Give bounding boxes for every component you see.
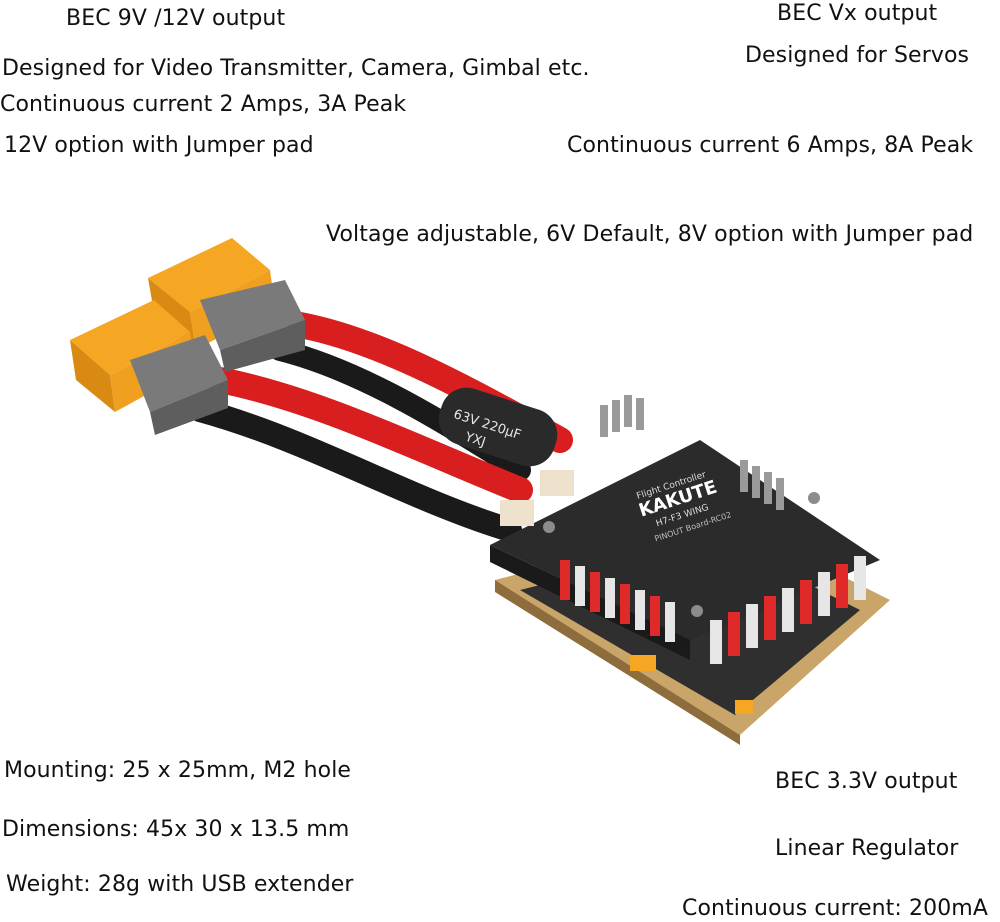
spec-dimensions: Dimensions: 45x 30 x 13.5 mm — [2, 817, 350, 842]
header-pins-side — [710, 556, 866, 664]
xt60-connector-upper — [148, 238, 305, 372]
header-pins-back — [600, 395, 784, 510]
capacitor: 63V 220µF YXJ — [438, 387, 558, 467]
bec-vx-voltage: Voltage adjustable, 6V Default, 8V optio… — [326, 222, 974, 247]
bec-vx-purpose: Designed for Servos — [745, 43, 970, 68]
bec-vx-current: Continuous current 6 Amps, 8A Peak — [567, 133, 974, 158]
bec-3v3-heading: BEC 3.3V output — [775, 769, 958, 794]
spec-weight: Weight: 28g with USB extender — [6, 872, 354, 897]
jst-connector — [500, 500, 534, 526]
bec-9v-12v-current: Continuous current 2 Amps, 3A Peak — [0, 92, 407, 117]
bec-9v-12v-heading: BEC 9V /12V output — [66, 6, 286, 31]
xt60-connector-lower — [70, 300, 228, 435]
bec-3v3-current: Continuous current: 200mA — [682, 896, 988, 921]
jst-connector — [540, 470, 574, 496]
spec-mounting: Mounting: 25 x 25mm, M2 hole — [4, 758, 352, 783]
capacitor-code: YXJ — [462, 429, 487, 450]
bec-3v3-type: Linear Regulator — [775, 836, 959, 861]
bec-vx-heading: BEC Vx output — [777, 1, 938, 26]
bec-9v-12v-purpose: Designed for Video Transmitter, Camera, … — [2, 56, 590, 81]
header-pins-front — [560, 560, 675, 642]
bec-9v-12v-jumper: 12V option with Jumper pad — [4, 133, 314, 158]
